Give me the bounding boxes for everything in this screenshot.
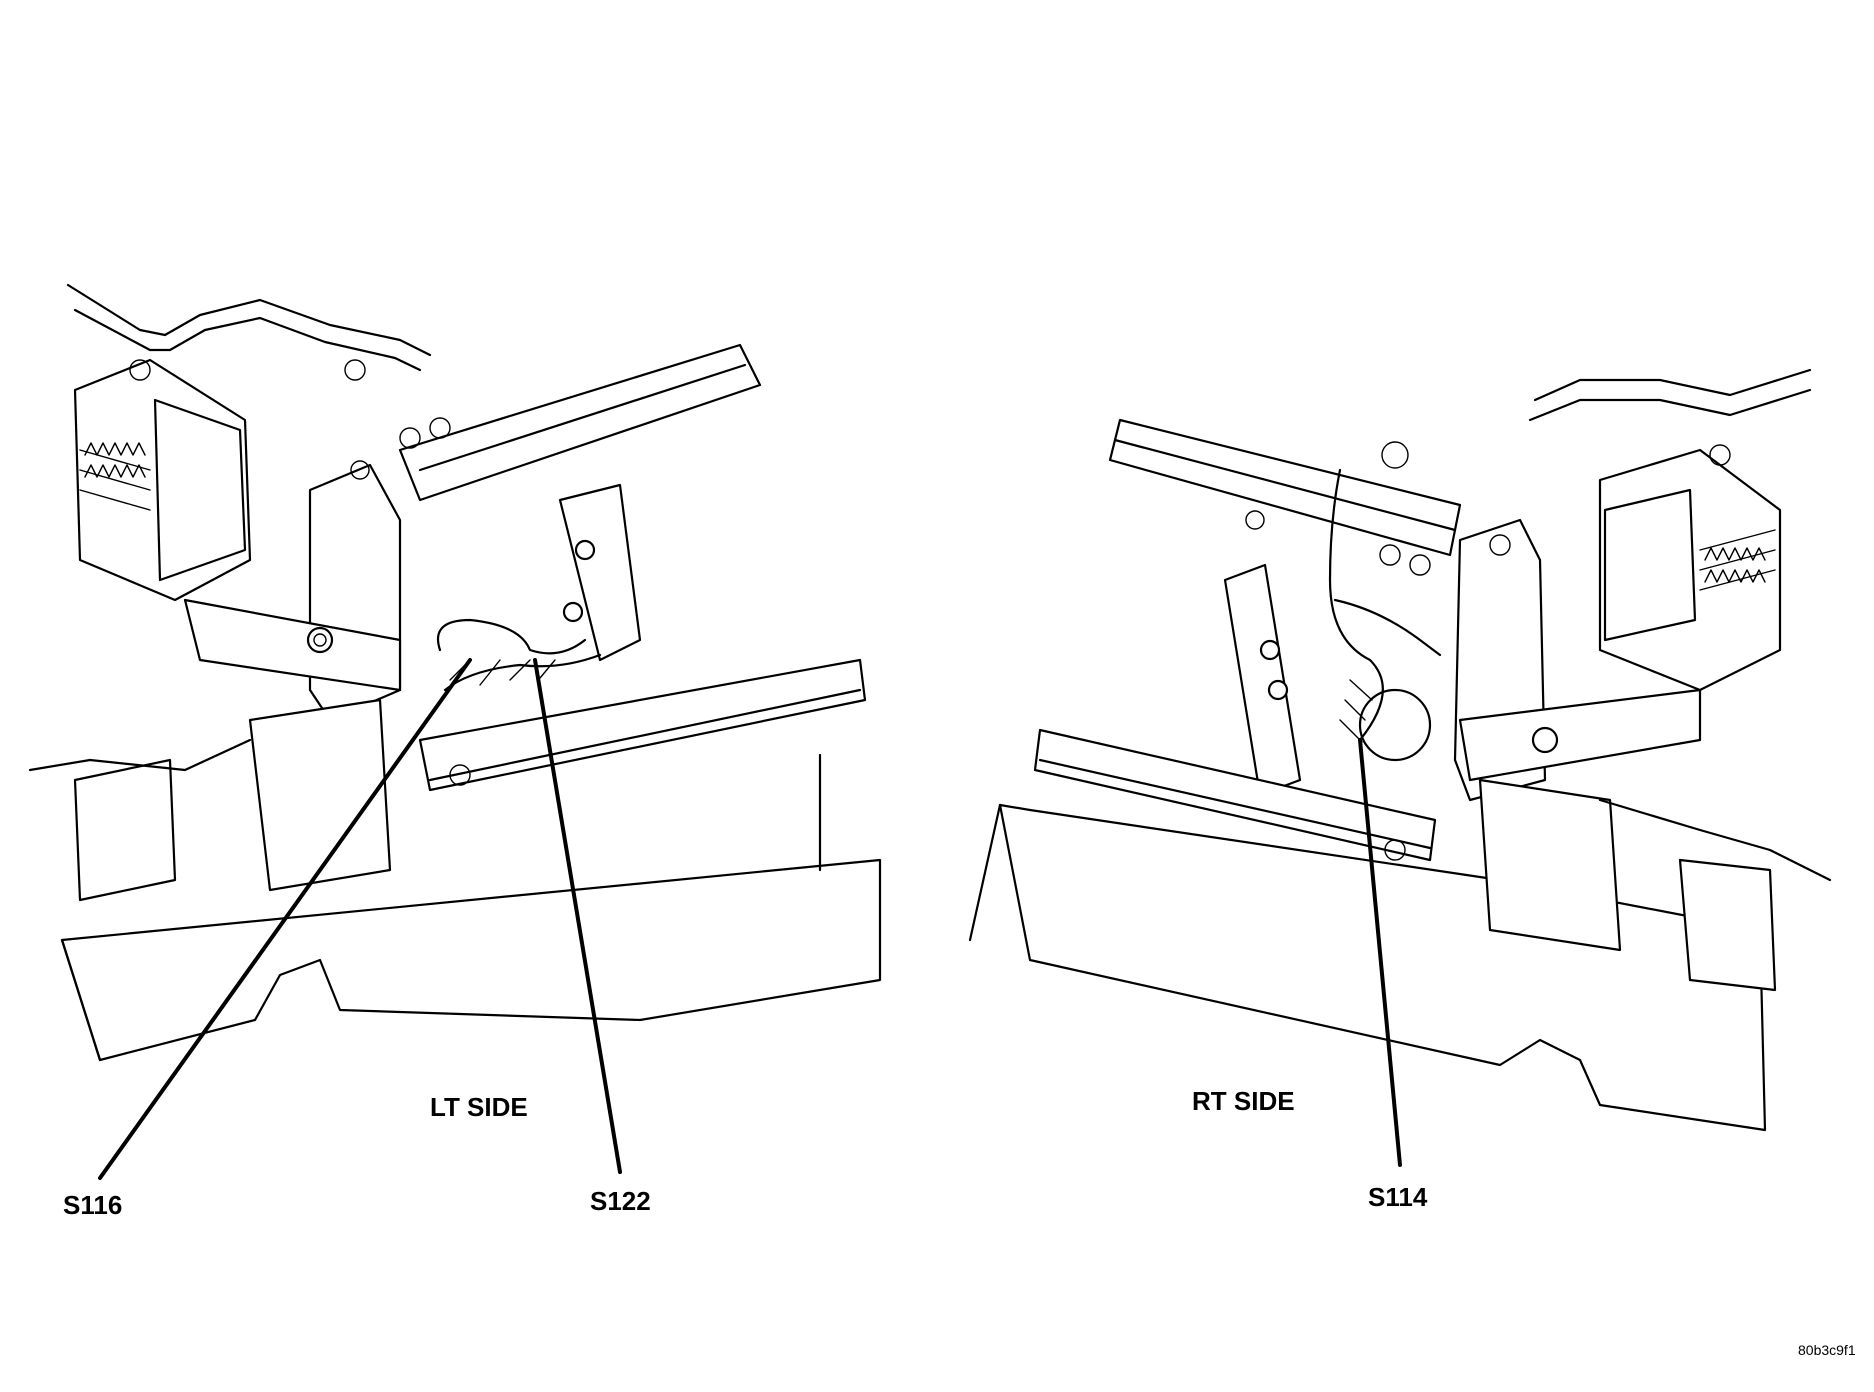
right-side-drawing [968, 368, 1832, 1132]
rt-side-label: RT SIDE [1192, 1086, 1295, 1116]
left-side-drawing [28, 283, 882, 1062]
s114-splice-label: S114 [1368, 1182, 1428, 1212]
s114-leader-line [1358, 738, 1402, 1167]
s122-splice-label: S122 [590, 1186, 651, 1216]
lt-side-label: LT SIDE [430, 1092, 528, 1122]
s116-splice-label: S116 [63, 1190, 123, 1220]
figure-reference-code: 80b3c9f1 [1798, 1342, 1856, 1358]
s116-leader-line [98, 658, 472, 1180]
s122-leader-line [533, 658, 622, 1174]
